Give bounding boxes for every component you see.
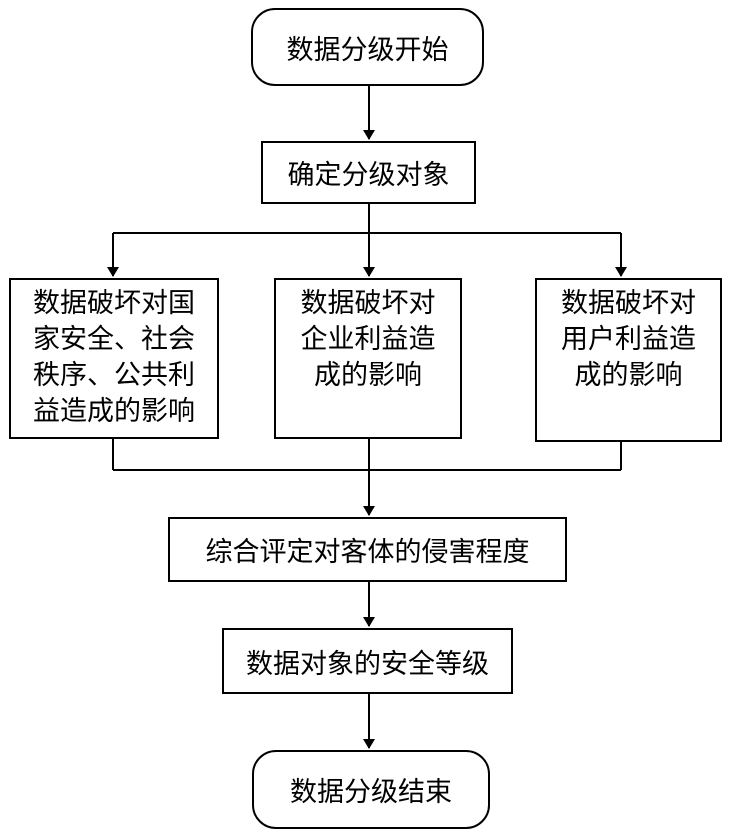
assess-harm-box: 综合评定对客体的侵害程度 [168,517,567,582]
impact-enterprise-box: 数据破坏对 企业利益造 成的影响 [274,278,462,439]
impact-enterprise-line-2: 企业利益造 [300,324,436,355]
impact-enterprise-line-1: 数据破坏对 [300,288,436,319]
start-label: 数据分级开始 [286,34,449,66]
security-level-box: 数据对象的安全等级 [222,628,513,694]
determine-object-box: 确定分级对象 [261,141,476,204]
impact-national-line-2: 家安全、社会 [33,324,195,355]
determine-label: 确定分级对象 [287,160,450,191]
end-node: 数据分级结束 [252,750,490,829]
impact-national-line-3: 秩序、公共利 [33,360,195,391]
impact-user-line-2: 用户利益造 [561,324,696,355]
impact-enterprise-line-3: 成的影响 [314,360,422,391]
impact-user-box: 数据破坏对 用户利益造 成的影响 [535,278,722,442]
end-label: 数据分级结束 [290,777,452,808]
impact-national-box: 数据破坏对国 家安全、社会 秩序、公共利 益造成的影响 [9,278,219,439]
start-node: 数据分级开始 [251,8,484,86]
impact-national-line-1: 数据破坏对国 [33,288,195,319]
impact-user-line-1: 数据破坏对 [561,288,696,319]
impact-national-line-4: 益造成的影响 [33,396,195,427]
assess-label: 综合评定对客体的侵害程度 [205,537,530,568]
impact-user-line-3: 成的影响 [574,360,683,391]
level-label: 数据对象的安全等级 [246,648,489,680]
